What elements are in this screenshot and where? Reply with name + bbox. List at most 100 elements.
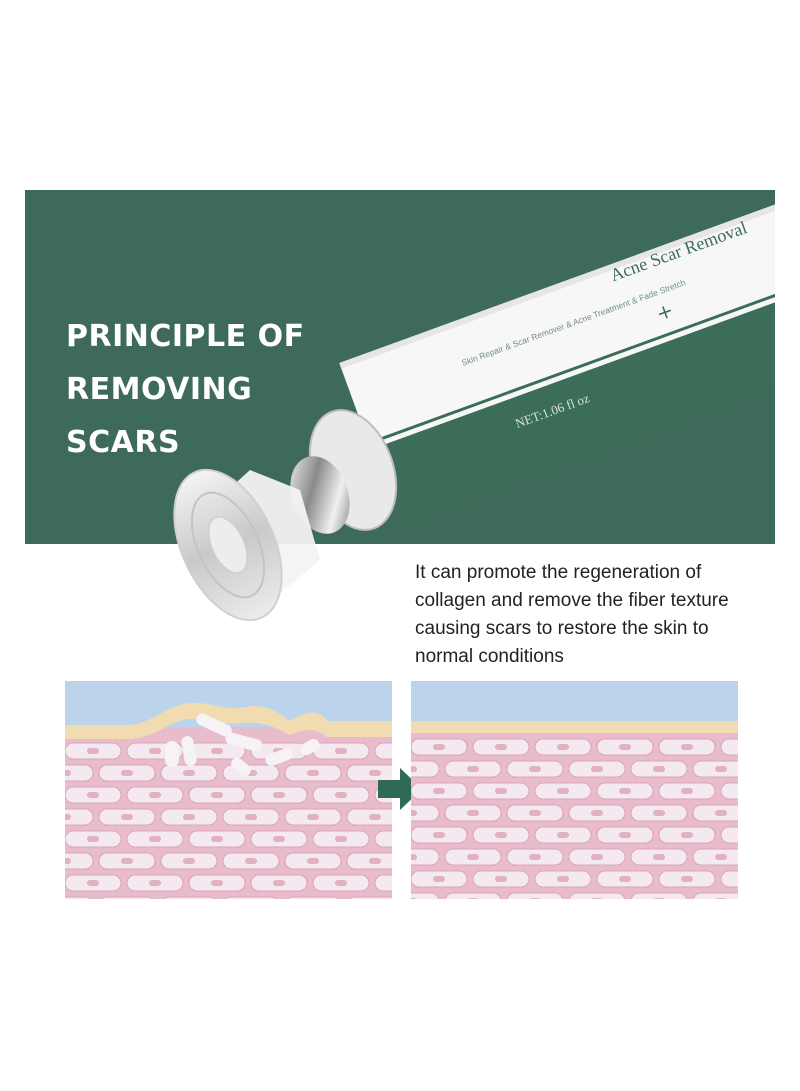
cell-nucleus [273,836,285,842]
cell-nucleus [273,880,285,886]
skin-cell [411,848,440,866]
cell-nucleus [245,858,257,864]
cell-nucleus [681,832,693,838]
cell-nucleus [211,836,223,842]
cell-nucleus [411,898,417,899]
scarred-skin-illustration [65,681,392,899]
cell-nucleus [529,898,541,899]
cell-nucleus [557,744,569,750]
cell-nucleus [65,814,71,820]
restored-skin-illustration [411,681,738,899]
cell-nucleus [619,788,631,794]
description-line-3: causing scars to restore the skin to [415,618,709,639]
cell-nucleus [121,770,133,776]
cell-nucleus [557,788,569,794]
cell-nucleus [495,832,507,838]
skin-cell [374,742,392,760]
cell-nucleus [273,792,285,798]
cell-nucleus [87,880,99,886]
cell-nucleus [653,854,665,860]
cell-nucleus [149,880,161,886]
cell-nucleus [411,810,417,816]
cell-nucleus [591,810,603,816]
title-line-1: PRINCIPLE OF [66,319,305,354]
cell-nucleus [591,766,603,772]
cell-nucleus [433,832,445,838]
cell-nucleus [335,836,347,842]
skin-cell [506,892,564,899]
cell-nucleus [467,810,479,816]
cell-nucleus [529,766,541,772]
cell-nucleus [529,854,541,860]
cell-nucleus [307,858,319,864]
cell-nucleus [411,766,417,772]
cell-nucleus [211,792,223,798]
cell-nucleus [715,810,727,816]
cell-nucleus [433,788,445,794]
cell-nucleus [681,788,693,794]
cell-nucleus [495,876,507,882]
page-title: PRINCIPLE OF REMOVING SCARS [66,310,386,469]
skin-cell [286,896,340,899]
skin-cell [411,760,440,778]
skin-cell [630,892,688,899]
cell-nucleus [653,766,665,772]
description-line-2: collagen and remove the fiber texture [415,590,729,611]
cell-nucleus [653,898,665,899]
cell-nucleus [681,876,693,882]
cell-nucleus [87,836,99,842]
cell-nucleus [495,788,507,794]
skin-cell [65,764,94,782]
skin-cell [65,808,94,826]
description-text: It can promote the regeneration of colla… [415,559,775,671]
cell-nucleus [121,814,133,820]
skin-cell [411,804,440,822]
cell-nucleus [183,770,195,776]
cell-nucleus [557,876,569,882]
cell-nucleus [121,858,133,864]
cell-nucleus [149,792,161,798]
description-line-1: It can promote the regeneration of [415,562,702,583]
skin-cell [411,892,440,899]
skin-cell [692,892,738,899]
scar-fibers [165,713,320,777]
skin-cells [65,742,392,899]
cell-nucleus [149,836,161,842]
skin-cell [720,738,738,756]
cell-nucleus [307,814,319,820]
cell-nucleus [715,766,727,772]
cell-nucleus [307,770,319,776]
skin-cell [720,782,738,800]
skin-cell [100,896,154,899]
cell-nucleus [335,880,347,886]
cell-nucleus [65,858,71,864]
cell-nucleus [369,814,381,820]
cell-nucleus [433,744,445,750]
cell-nucleus [87,748,99,754]
skin-cells [411,738,738,899]
cell-nucleus [495,744,507,750]
skin-cell [224,896,278,899]
cell-nucleus [433,876,445,882]
skin-cell [374,874,392,892]
cell-nucleus [467,898,479,899]
cell-nucleus [591,854,603,860]
description-line-4: normal conditions [415,646,564,667]
skin-cell [65,852,94,870]
skin-cell [374,830,392,848]
skin-cell [348,896,392,899]
cell-nucleus [369,858,381,864]
skin-cell [720,870,738,888]
cell-nucleus [211,748,223,754]
cell-nucleus [65,770,71,776]
cell-nucleus [467,766,479,772]
cell-nucleus [411,854,417,860]
cell-nucleus [557,832,569,838]
cell-nucleus [211,880,223,886]
cell-nucleus [715,854,727,860]
skin-cell [162,896,216,899]
skin-cell [720,826,738,844]
cell-nucleus [467,854,479,860]
cell-nucleus [529,810,541,816]
cell-nucleus [653,810,665,816]
